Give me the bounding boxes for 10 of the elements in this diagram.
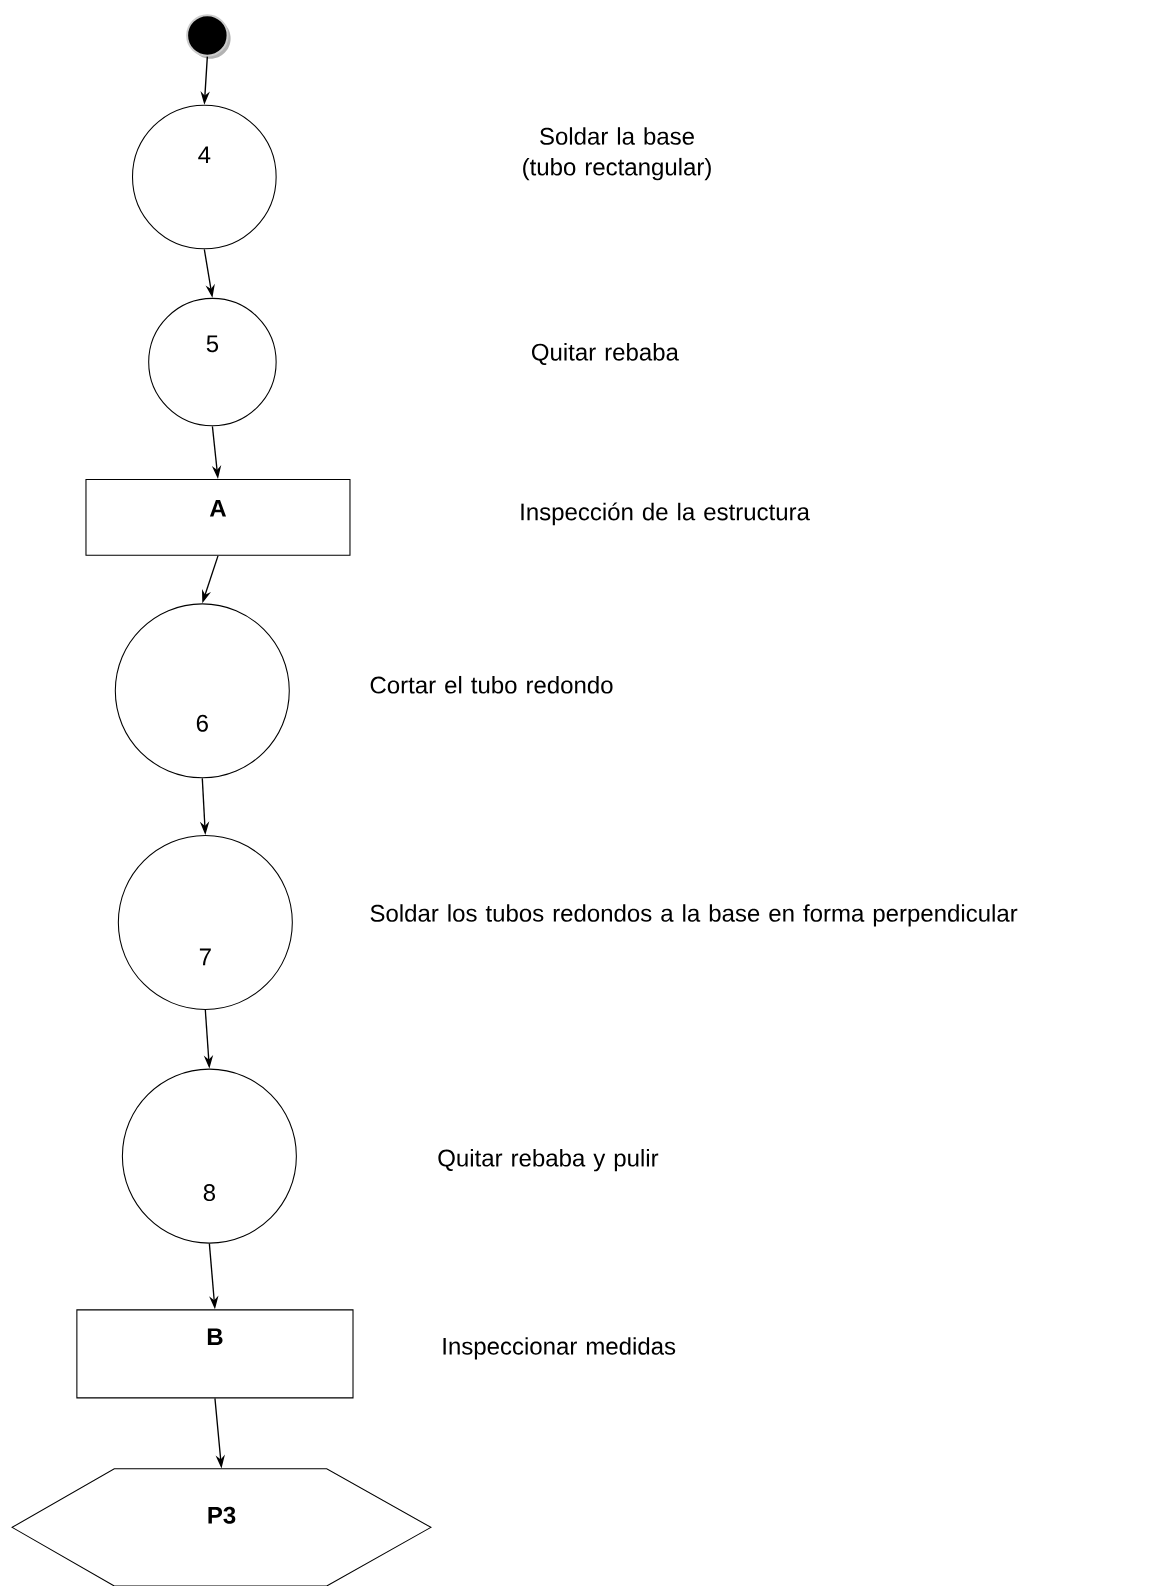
step-description: Inspección de la estructura <box>521 502 810 526</box>
step-description: Quitar rebaba y pulir <box>438 1149 659 1172</box>
start-node <box>186 14 231 59</box>
step-description: Soldar la base (tubo rectangular) <box>523 127 711 181</box>
inspection-box: B <box>76 1309 354 1399</box>
step-description: Cortar el tubo redondo <box>370 675 613 694</box>
inspection-box: A <box>85 478 351 556</box>
step-description: Soldar los tubos redondos a la base en forma perpendicular <box>370 904 1018 927</box>
step-description: Inspeccionar medidas <box>443 1337 676 1360</box>
step-description: Quitar rebaba <box>531 343 679 365</box>
